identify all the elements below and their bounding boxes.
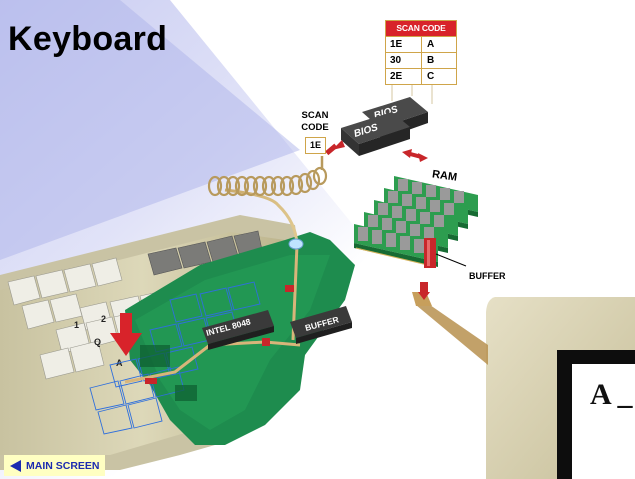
back-arrow-icon — [10, 459, 21, 472]
keyboard-buffer-chip: BUFFER — [290, 306, 352, 344]
char-cell: B — [427, 55, 435, 66]
scan-code-cell: 2E — [386, 69, 422, 84]
scan-code-table: SCAN CODE TABLE 1E A 30 B 2E C — [385, 20, 457, 85]
scan-code-label-line2: CODE — [301, 122, 329, 133]
scan-code-label: SCAN CODE — [298, 110, 332, 134]
char-cell: A — [427, 39, 435, 50]
keyboard-cord — [207, 156, 328, 250]
data-beam — [416, 305, 488, 365]
table-connector — [391, 83, 433, 104]
table-row: 30 B — [386, 52, 456, 68]
table-row: 2E C — [386, 68, 456, 84]
scan-code-cell: 1E — [386, 37, 422, 52]
main-screen-button[interactable]: MAIN SCREEN — [4, 455, 105, 476]
key-2-label: 2 — [101, 314, 106, 324]
data-flow-arrows — [325, 140, 430, 300]
keypress-arrow — [110, 313, 142, 356]
scan-code-table-header: SCAN CODE TABLE — [386, 21, 456, 48]
ram-buffer-cell — [424, 238, 467, 268]
ram-modules — [354, 176, 478, 268]
scan-code-label-line1: SCAN — [301, 110, 329, 121]
page-title: Keyboard — [8, 20, 168, 58]
bios-chip-front: BIOS — [341, 112, 410, 156]
scan-code-cell: 30 — [386, 53, 422, 68]
table-row: 1E A — [386, 36, 456, 52]
monitor — [486, 297, 635, 479]
key-q-label: Q — [94, 337, 101, 347]
monitor-screen-text: A _ — [590, 378, 633, 411]
main-screen-label: MAIN SCREEN — [26, 459, 100, 472]
scan-code-value: 1E — [305, 137, 326, 154]
buffer-label: BUFFER — [469, 271, 506, 281]
key-1-label: 1 — [74, 320, 79, 330]
char-cell: C — [427, 71, 435, 82]
